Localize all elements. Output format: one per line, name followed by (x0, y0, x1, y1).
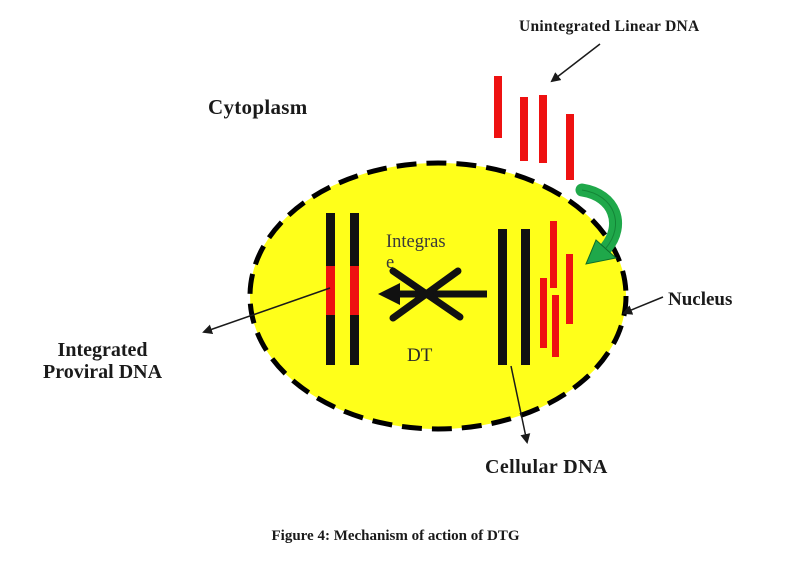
nucleus-pointer (622, 296, 664, 315)
host-dna-strand (521, 229, 530, 365)
figure-caption: Figure 4: Mechanism of action of DTG (271, 528, 520, 544)
viral-dna-fragment (539, 95, 547, 163)
cytoplasm-label: Cytoplasm (208, 95, 308, 119)
integrated-dna-pointer (202, 287, 331, 335)
integrated-label-line1: Integrated (57, 339, 148, 361)
cellular-dna (498, 229, 530, 365)
drug-label: DT (407, 345, 433, 366)
integrated-proviral-dna-label: Integrated Proviral DNA (43, 339, 162, 383)
blocked-integration-arrow (378, 283, 487, 305)
nuclear-viral-dna (540, 221, 573, 357)
inhibition-x-icon (389, 267, 464, 322)
viral-dna-fragment (552, 295, 559, 357)
unintegrated-dna-label: Unintegrated Linear DNA (519, 18, 700, 35)
viral-dna-fragment (566, 254, 573, 324)
cellular-dna-label: Cellular DNA (485, 456, 608, 478)
viral-dna-fragment (520, 97, 528, 161)
viral-dna-fragment (566, 114, 574, 180)
viral-dna-fragment (540, 278, 547, 348)
nucleus-label: Nucleus (668, 289, 733, 310)
nuclear-entry-arrow-icon (575, 183, 622, 265)
cellular-dna-pointer (510, 365, 531, 444)
integrase-label: Integras e (386, 232, 446, 273)
integrated-label-line2: Proviral DNA (43, 361, 163, 383)
integrated-viral-segment (326, 266, 335, 315)
viral-dna-fragment (550, 221, 557, 288)
unintegrated-dna-pointer (550, 43, 601, 83)
unintegrated-linear-dna (494, 76, 574, 180)
host-dna-strand (498, 229, 507, 365)
viral-dna-fragment (494, 76, 502, 138)
integrated-viral-segment (350, 266, 359, 315)
integrated-proviral-dna (326, 213, 359, 365)
